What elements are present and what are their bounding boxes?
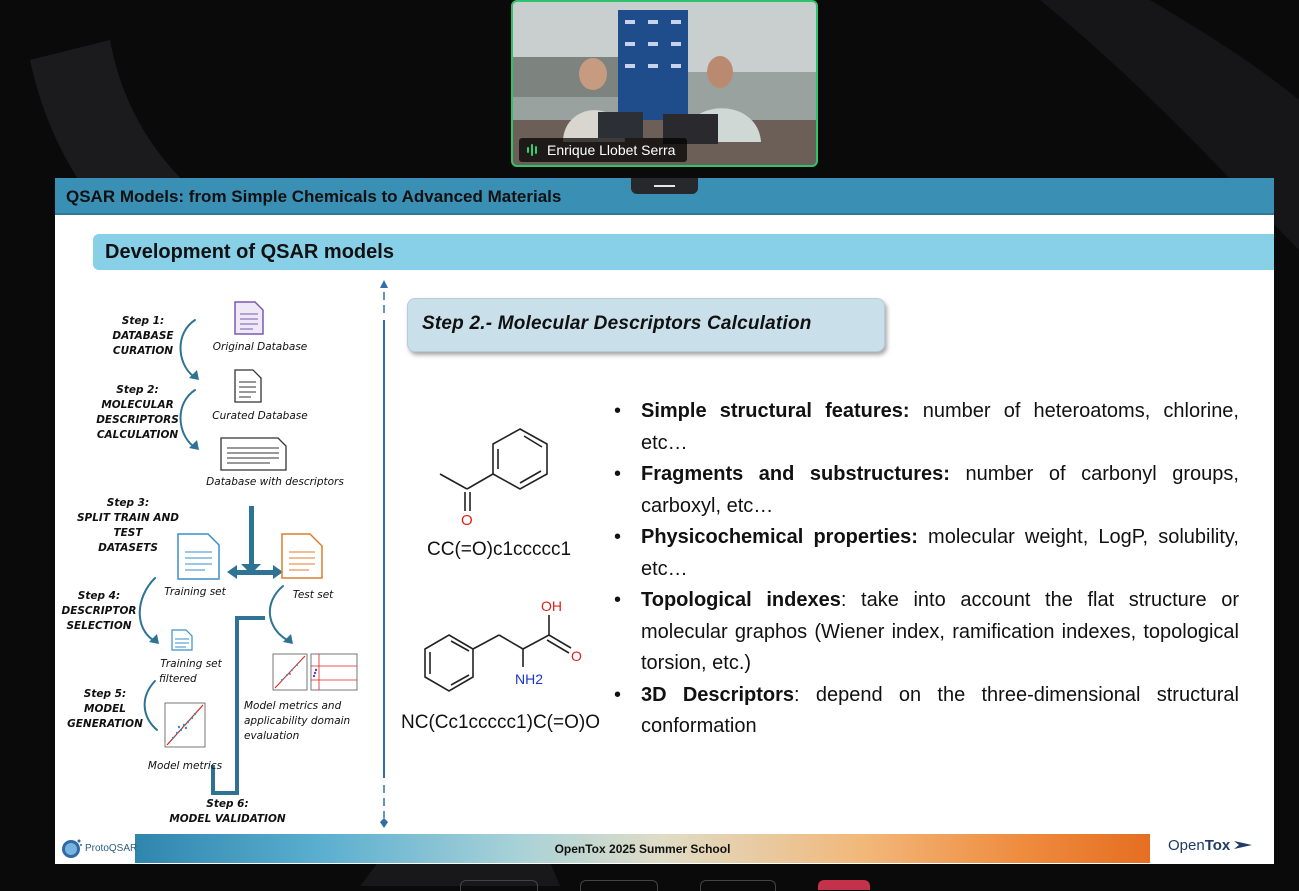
leave-call-button[interactable] bbox=[818, 880, 870, 890]
descriptor-bullet-list: Simple structural features: number of he… bbox=[611, 396, 1239, 743]
bullet-3d-descriptors: 3D Descriptors: depend on the three-dime… bbox=[611, 680, 1239, 743]
shared-slide: QSAR Models: from Simple Chemicals to Ad… bbox=[55, 178, 1274, 864]
curated-database-icon bbox=[234, 369, 262, 403]
step6-label: Step 6:MODEL VALIDATION bbox=[169, 798, 286, 825]
phenylalanine-structure: OH O NH2 bbox=[424, 598, 582, 692]
curated-database-label: Curated Database bbox=[212, 410, 308, 422]
oxygen-atom-label: O bbox=[461, 512, 473, 529]
section-title-bar: Development of QSAR models bbox=[93, 234, 1274, 270]
bullet-topological: Topological indexes: take into account t… bbox=[611, 585, 1239, 680]
slide-divider bbox=[380, 280, 388, 828]
model-metrics-label: Model metrics bbox=[147, 760, 223, 772]
footer-text: OpenTox 2025 Summer School bbox=[554, 842, 731, 856]
filtered-training-set-icon bbox=[171, 629, 193, 651]
video-frame-image bbox=[513, 2, 816, 165]
section-title: Development of QSAR models bbox=[105, 241, 394, 263]
test-set-icon bbox=[281, 533, 323, 579]
workflow-arrows bbox=[138, 301, 358, 795]
descriptors-database-label: Database with descriptors bbox=[206, 476, 344, 488]
share-toolbar-handle[interactable] bbox=[631, 178, 698, 194]
hydroxyl-atom-label: OH bbox=[541, 598, 562, 614]
step-title: Step 2.- Molecular Descriptors Calculati… bbox=[422, 313, 812, 334]
applicability-domain-plot-icon bbox=[272, 653, 358, 691]
original-database-icon bbox=[234, 301, 264, 335]
carbonyl-oxygen-label: O bbox=[571, 648, 582, 664]
descriptors-database-icon bbox=[220, 437, 287, 471]
step-title-box: Step 2.- Molecular Descriptors Calculati… bbox=[407, 298, 885, 352]
opentox-logo: OpenTox bbox=[1168, 837, 1254, 854]
training-set-label: Training set bbox=[164, 586, 226, 598]
participant-name-plate: Enrique Llobet Serra bbox=[519, 138, 688, 162]
model-metrics-plot-icon bbox=[164, 702, 206, 748]
bullet-fragments: Fragments and substructures: number of c… bbox=[611, 459, 1239, 522]
speaker-video-tile[interactable]: Enrique Llobet Serra bbox=[511, 0, 818, 167]
handle-icon bbox=[654, 185, 675, 187]
smiles-phenylalanine: NC(Cc1ccccc1)C(=O)O bbox=[401, 712, 600, 733]
slide-header-title: QSAR Models: from Simple Chemicals to Ad… bbox=[66, 187, 562, 206]
slide-footer: OpenTox 2025 Summer School ProtoQSAR Ope… bbox=[55, 834, 1274, 864]
bullet-simple-features: Simple structural features: number of he… bbox=[611, 396, 1239, 459]
original-database-label: Original Database bbox=[212, 341, 308, 353]
acetophenone-structure: O bbox=[439, 428, 548, 529]
protoqsar-logo-icon bbox=[62, 839, 82, 858]
bullet-physicochemical: Physicochemical properties: molecular we… bbox=[611, 522, 1239, 585]
smiles-acetophenone: CC(=O)c1ccccc1 bbox=[427, 539, 572, 560]
audio-level-icon bbox=[527, 144, 537, 156]
test-set-label: Test set bbox=[292, 589, 334, 601]
opentox-arrow-icon bbox=[1234, 841, 1253, 849]
amine-atom-label: NH2 bbox=[515, 671, 543, 687]
training-set-icon bbox=[177, 533, 220, 580]
protoqsar-logo: ProtoQSAR bbox=[59, 837, 137, 859]
footer-gradient-bar bbox=[135, 834, 1150, 863]
participant-name: Enrique Llobet Serra bbox=[547, 142, 676, 158]
